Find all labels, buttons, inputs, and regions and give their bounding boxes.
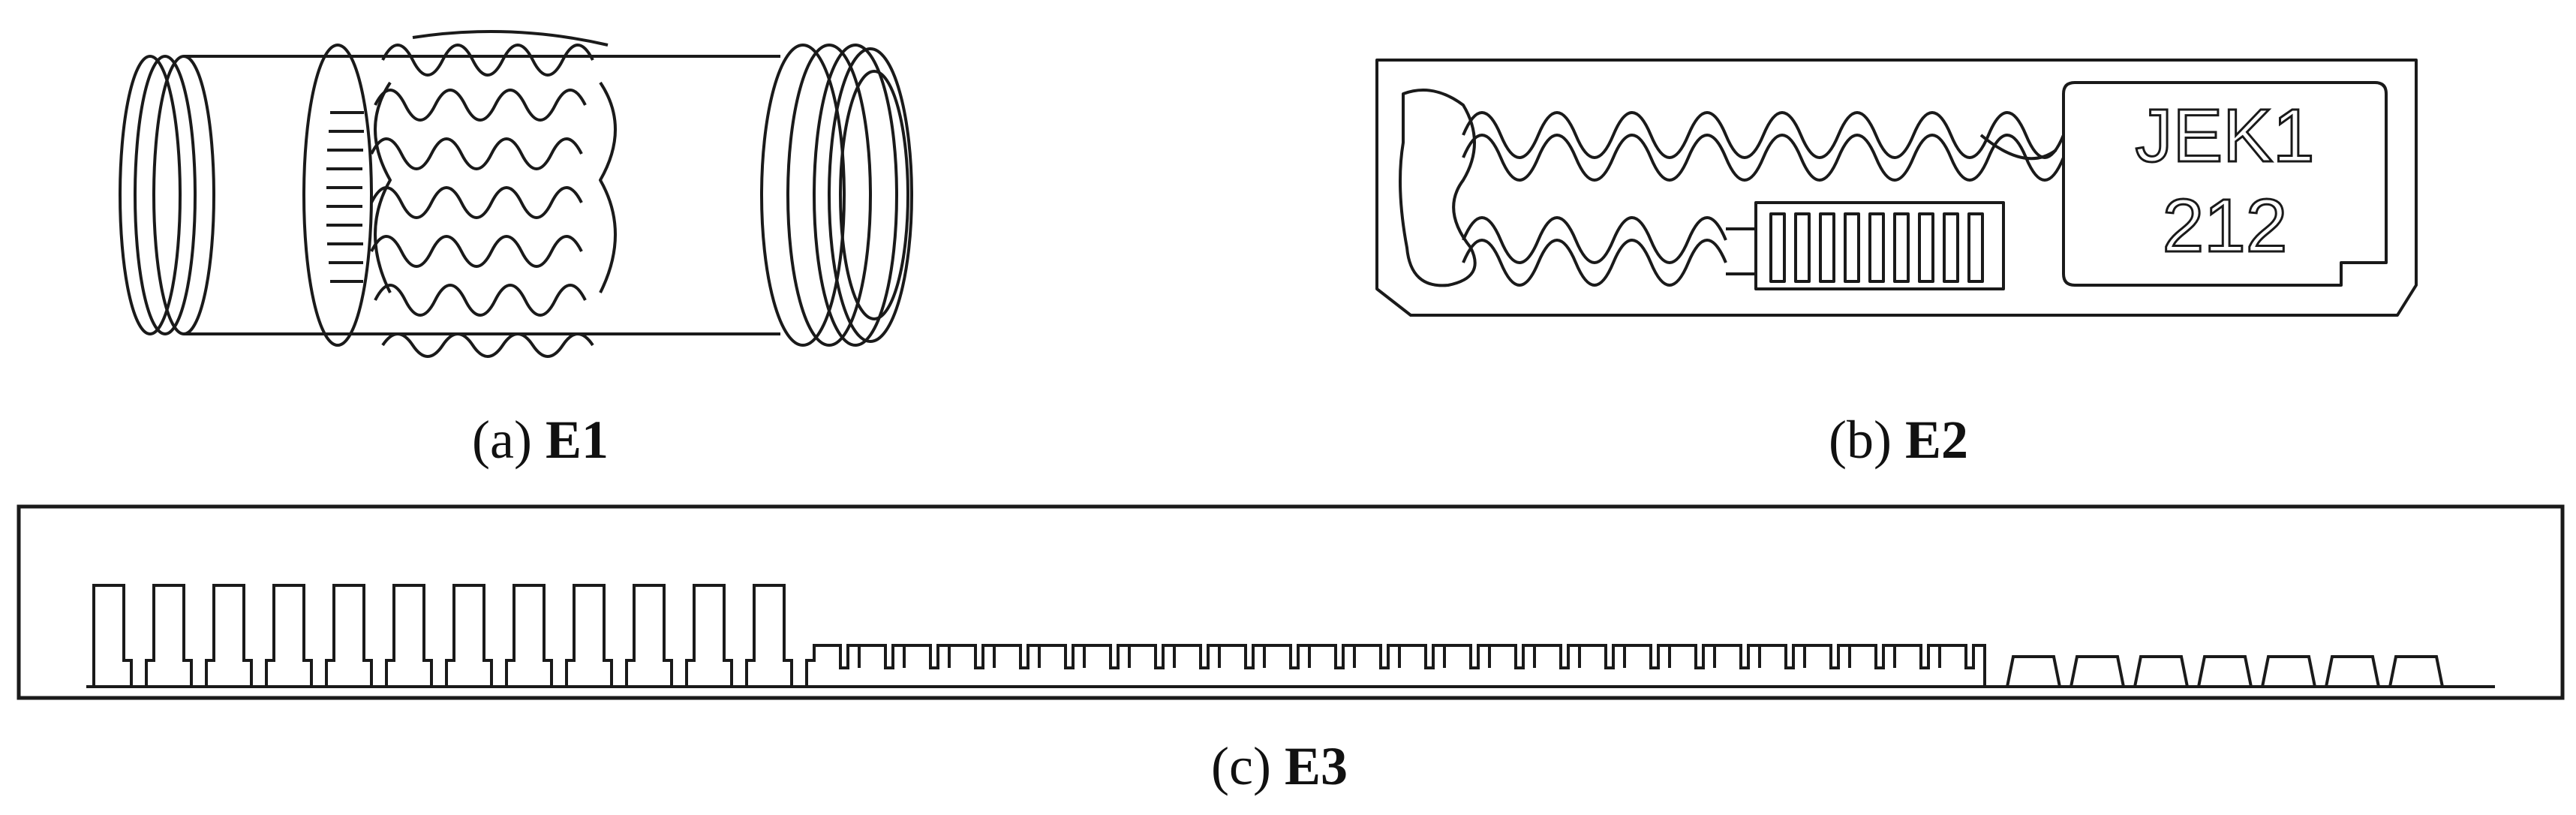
trapezoid-bump bbox=[2070, 655, 2125, 687]
left-collar bbox=[302, 44, 373, 347]
trapezoid-bump bbox=[2006, 655, 2061, 687]
caption-a: (a) E1 bbox=[443, 409, 638, 471]
caption-c-tag: (c) bbox=[1211, 736, 1271, 796]
right-collar-2 bbox=[786, 44, 872, 347]
label-region bbox=[2062, 81, 2388, 287]
collar-grooves bbox=[326, 111, 364, 283]
plate-label-line-2: 212 bbox=[2163, 184, 2288, 268]
caption-a-name: E1 bbox=[545, 410, 609, 470]
caption-b-name: E2 bbox=[1904, 410, 1968, 470]
caption-b-tag: (b) bbox=[1829, 410, 1892, 470]
caption-c: (c) E3 bbox=[1182, 735, 1377, 798]
lower-serpentine-channel bbox=[1462, 216, 1727, 264]
trapezoid-bump bbox=[2325, 655, 2380, 687]
upper-serpentine-channel-inner bbox=[1462, 134, 2065, 182]
bar-grid-frame bbox=[1754, 201, 2005, 290]
teeth-group bbox=[92, 584, 2444, 688]
bar-grid-bars bbox=[1769, 212, 1984, 283]
right-collar bbox=[760, 44, 846, 347]
right-end-bore bbox=[839, 70, 909, 320]
panel-b-drawing: JEK1 212 bbox=[1366, 53, 2431, 330]
e3-strip-illustration bbox=[17, 504, 2565, 700]
caption-b: (b) E2 bbox=[1801, 409, 1996, 471]
caption-c-name: E3 bbox=[1284, 736, 1348, 796]
right-collar-3 bbox=[813, 44, 898, 347]
channel-inlet-blob bbox=[1399, 89, 1477, 287]
left-ring-outer bbox=[119, 55, 182, 335]
trapezoid-bump bbox=[2261, 655, 2316, 687]
panel-c-drawing bbox=[15, 503, 2566, 705]
serpentine-lattice bbox=[370, 30, 617, 358]
trapezoid-bump bbox=[2133, 655, 2189, 687]
plate-label-line-1: JEK1 bbox=[2135, 94, 2314, 178]
caption-a-tag: (a) bbox=[472, 410, 532, 470]
strip-frame bbox=[17, 504, 2565, 700]
right-end-face-outer bbox=[828, 47, 913, 343]
plate-outline bbox=[1375, 59, 2418, 317]
left-ring-3 bbox=[152, 55, 215, 335]
lower-serpentine-channel-inner bbox=[1462, 239, 1727, 287]
trapezoid-bump bbox=[2197, 655, 2253, 687]
comb-teeth-path bbox=[92, 584, 1986, 688]
trapezoid-bump bbox=[2388, 655, 2444, 687]
e1-cylinder-illustration bbox=[119, 30, 913, 358]
e2-plate-illustration: JEK1 212 bbox=[1375, 59, 2418, 317]
upper-serpentine-channel bbox=[1462, 111, 2065, 159]
panel-a-drawing bbox=[90, 8, 990, 383]
left-ring-2 bbox=[134, 55, 197, 335]
